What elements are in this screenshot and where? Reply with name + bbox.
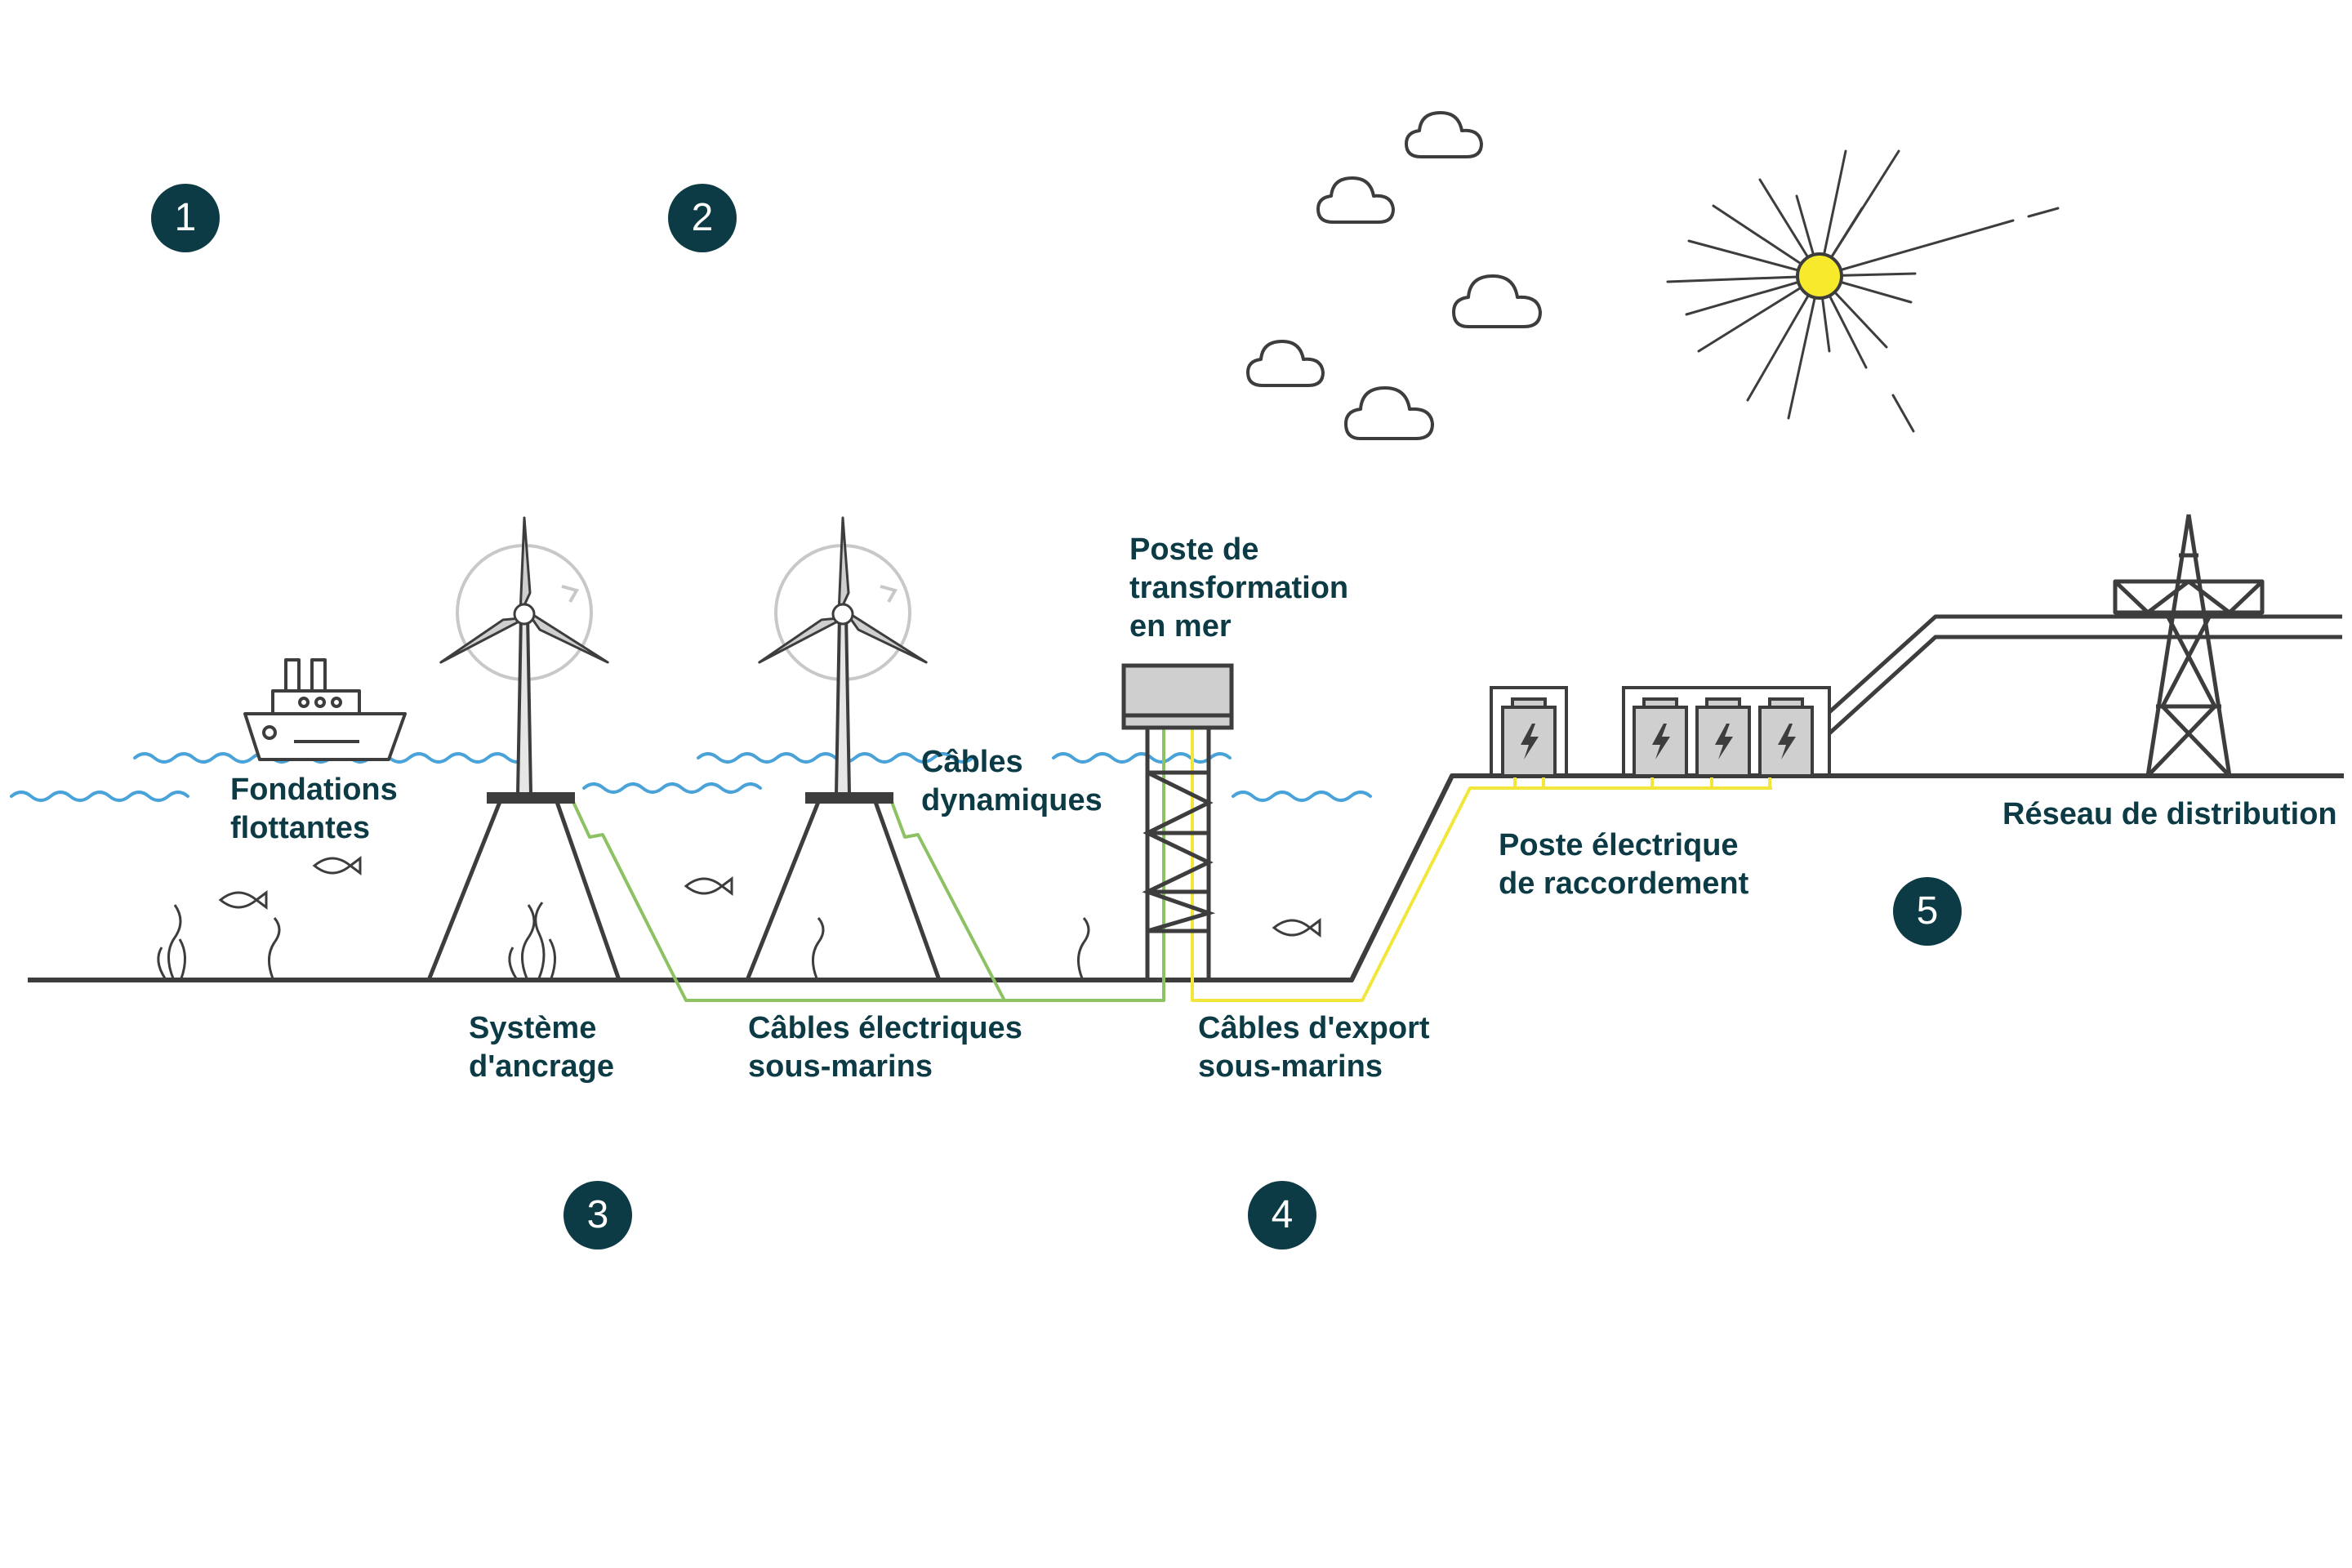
wave-mid-low — [582, 782, 762, 794]
wave-right-low — [1232, 791, 1372, 802]
cloud-icon — [1246, 111, 1542, 440]
lightning-icon — [1521, 724, 1796, 760]
badge-4: 4 — [1248, 1181, 1316, 1250]
label-subsea-cables: Câbles électriques sous-marins — [748, 1011, 1022, 1084]
sea-floor — [28, 773, 2344, 982]
inter-array-cables — [572, 694, 1165, 1002]
label-floating-foundations: Fondations flottantes — [230, 773, 398, 845]
badge-3: 3 — [564, 1181, 632, 1250]
label-export-cables: Câbles d'export sous-marins — [1198, 1011, 1430, 1084]
badge-5: 5 — [1893, 877, 1962, 946]
badge-2: 2 — [668, 184, 737, 252]
label-dynamic-cables: Câbles dynamiques — [921, 745, 1102, 817]
wave-right-high — [1052, 752, 1232, 764]
seaweed-icon — [157, 902, 1090, 979]
mooring-lines-turbine-2 — [745, 801, 942, 981]
offshore-substation — [1121, 663, 1234, 980]
label-distribution-network: Réseau de distribution — [2002, 797, 2337, 831]
water-surface — [10, 752, 1372, 802]
power-lines — [1828, 614, 2342, 735]
label-offshore-substation: Poste de transformation en mer — [1129, 532, 1349, 644]
label-anchoring-system: Système d'ancrage — [469, 1011, 614, 1084]
wind-turbine-icon — [439, 516, 609, 804]
ship-icon — [243, 658, 407, 761]
sun-icon — [1666, 149, 2060, 433]
wave-left-low — [10, 791, 189, 802]
fish-icon — [218, 856, 1321, 938]
wind-turbine-icon — [758, 516, 928, 804]
mooring-lines-turbine-1 — [426, 801, 621, 981]
badge-1: 1 — [151, 184, 220, 252]
pylon-icon — [2113, 514, 2265, 777]
label-onshore-substation: Poste électrique de raccordement — [1499, 828, 1749, 901]
